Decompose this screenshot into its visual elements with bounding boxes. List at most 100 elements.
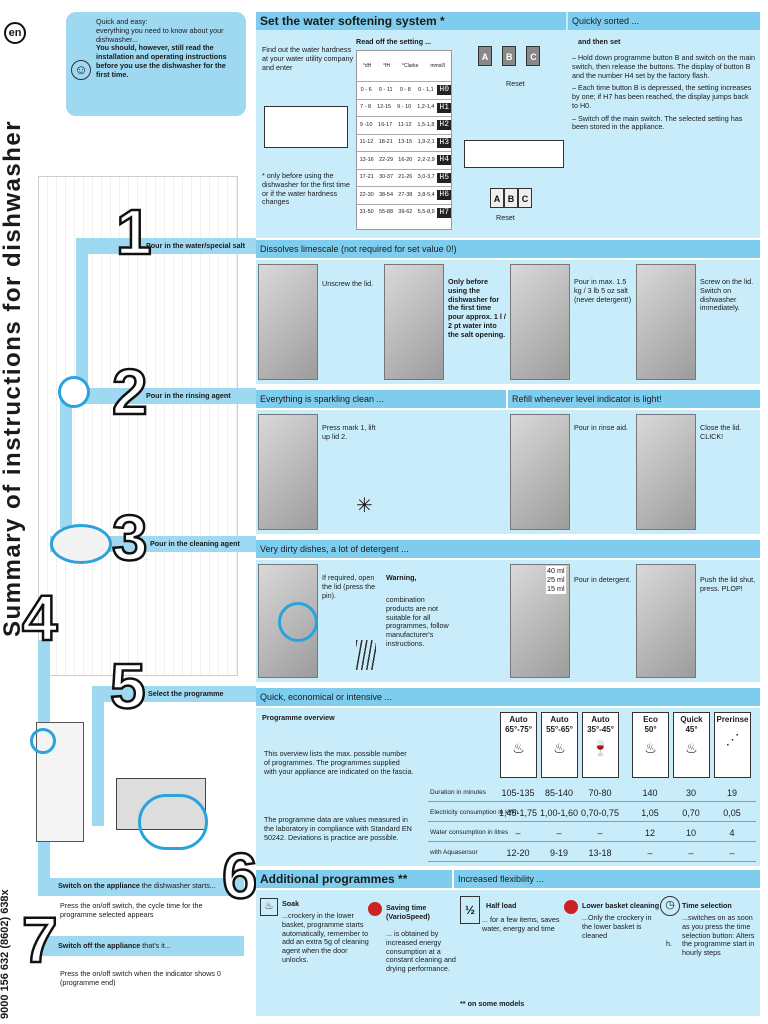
row-label: Electricity consumption in kWh (430, 809, 519, 816)
key-a[interactable]: A (478, 46, 492, 66)
programme-temp: 50° (644, 724, 657, 734)
step4-text: Press the on/off switch, the cycle time … (60, 901, 203, 919)
row-value: – (688, 848, 694, 858)
row-label: with Aquasensor (430, 849, 478, 856)
hardness-cell: 9 - 10 (397, 104, 412, 111)
step-number-3: 3 (111, 502, 149, 574)
language-badge: en (4, 22, 26, 44)
row-value: 1,00-1,60 (539, 808, 579, 818)
time-text: ...switches on as soon as you press the … (682, 913, 755, 958)
programme-icon: 🍷 (591, 740, 610, 757)
hardness-cell: 0 - 6 (360, 86, 372, 93)
hardness-cell: 13-15 (398, 139, 413, 146)
clock-icon: ◷ (660, 896, 680, 916)
key-c-2[interactable]: C (518, 188, 532, 208)
hardness-display-value: H3 (437, 137, 451, 148)
hardness-cell: 1,2-1,4 (417, 104, 435, 111)
key-b[interactable]: B (502, 46, 517, 66)
th-fh: °fH (383, 63, 391, 69)
step2-text-1: Press mark 1, lift up lid 2. (322, 423, 376, 441)
quick-steps: – Hold down programme button B and switc… (572, 53, 756, 132)
hardness-cell: 0 - 8 (399, 86, 411, 93)
hardness-cell: 38-54 (378, 191, 394, 198)
intro-line3: You should, however, still read the inst… (96, 43, 227, 79)
step3-text-2: Pour in detergent. (574, 575, 632, 584)
step7-label: Switch off the appliance that's it... (58, 941, 171, 950)
programme-icon: ♨ (685, 740, 698, 757)
programme-desc-1: This overview lists the max. possible nu… (264, 749, 414, 776)
lower-basket-icon (564, 900, 578, 914)
key-b-2[interactable]: B (504, 188, 518, 208)
programme-name: Auto (509, 715, 528, 724)
saving-icon (368, 902, 382, 916)
soak-icon: ♨ (260, 898, 278, 916)
intro-line1: Quick and easy: (96, 17, 148, 26)
th-clarke: °Clarke (402, 63, 419, 69)
keys-top: A B C (478, 46, 548, 66)
step3-text-1: If required, open the lid (press the pin… (322, 573, 376, 600)
step1-bar: Dissolves limescale (not required for se… (256, 240, 760, 258)
row-value: 1,05 (641, 808, 659, 818)
programme-icon: ♨ (644, 740, 657, 757)
hardness-display-value: H4 (437, 155, 451, 166)
row-value: 105-135 (501, 788, 535, 798)
footnote: ** on some models (460, 999, 525, 1008)
step2-photo-1 (258, 414, 318, 530)
programme-overview: Programme overview (262, 713, 335, 722)
hardness-cell: 1,9-2,1 (417, 139, 435, 146)
key-c[interactable]: C (526, 46, 541, 66)
smiley-icon: ☺ (71, 60, 91, 80)
hardness-cell: 22-30 (359, 191, 374, 198)
quick-bar: Quickly sorted ... (568, 12, 760, 30)
hardness-cell: 11-12 (397, 121, 412, 128)
half-title: Half load (486, 901, 517, 910)
saving-text: ... is obtained by increased energy cons… (386, 929, 456, 974)
step2-bar-1: Everything is sparkling clean ... (256, 390, 506, 408)
programme-temp: 45° (685, 724, 698, 734)
step2-bar-2: Refill whenever level indicator is light… (508, 390, 760, 408)
row-value: 0,70 (682, 808, 700, 818)
step3-photo-3 (636, 564, 696, 678)
hardness-display-value: H7 (437, 207, 451, 218)
step1-text-3: Pour in max. 1.5 kg / 3 lb 5 oz salt (ne… (574, 277, 632, 304)
programme-temp: 55°-65° (546, 724, 573, 734)
row-value: 19 (726, 788, 737, 798)
hardness-cell: 5,5-8,9 (417, 209, 435, 216)
row-value: 12-20 (506, 848, 530, 858)
step-number-5: 5 (109, 650, 147, 722)
step1-photo-4 (636, 264, 696, 380)
programme-icon: ♨ (512, 740, 525, 757)
row-value: 30 (685, 788, 696, 798)
programme-header[interactable]: Prerinse⋰ (714, 712, 751, 778)
programme-name: Auto (550, 715, 569, 724)
hardness-cell: 55-88 (378, 209, 394, 216)
read-off-label: Read off the setting ... (356, 37, 432, 46)
row-value: 0,05 (723, 808, 741, 818)
programme-name: Prerinse (716, 715, 749, 724)
water-find-text: Find out the water hardness at your wate… (262, 45, 354, 72)
quick-sub: and then set (578, 37, 621, 46)
hardness-cell: 9 -10 (359, 121, 373, 128)
row-value: 140 (642, 788, 658, 798)
step6-title-bar: Additional programmes ** (256, 870, 452, 888)
step3-highlight (278, 602, 318, 642)
hardness-entry-box[interactable] (264, 106, 348, 148)
hardness-cell: 39-62 (398, 209, 413, 216)
lower-title: Lower basket cleaning (582, 901, 660, 910)
key-a-2[interactable]: A (490, 188, 504, 208)
hardness-cell: 3,0-3,7 (417, 174, 435, 181)
step-number-2: 2 (111, 356, 149, 428)
